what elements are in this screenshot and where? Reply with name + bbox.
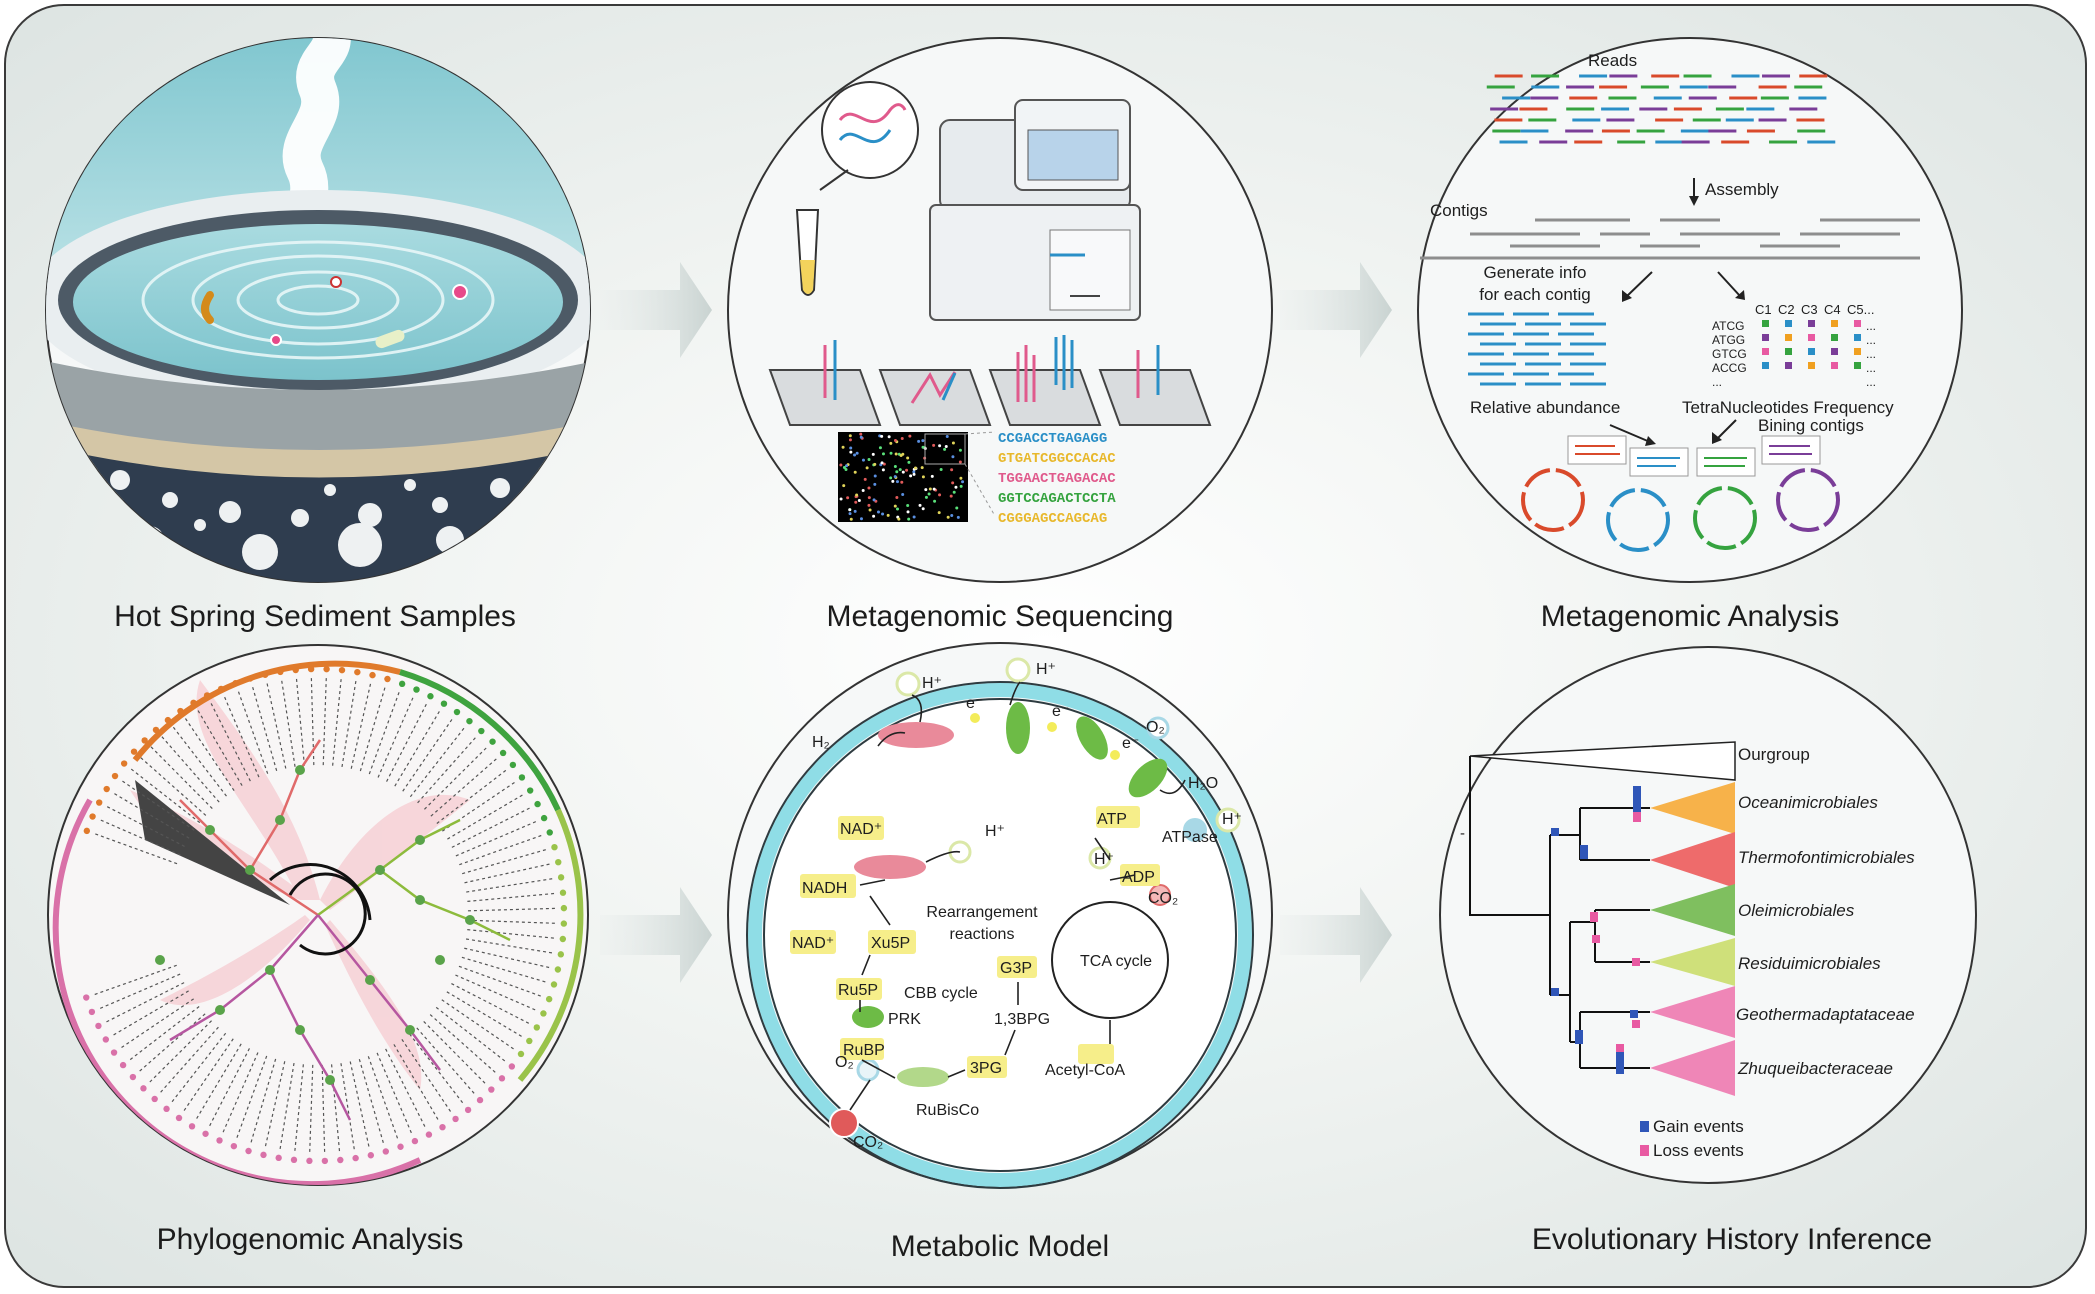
nad-label-1: NAD⁺ — [840, 821, 882, 838]
column-c5: C5... — [1847, 302, 1874, 317]
bpg-label: 1,3BPG — [994, 1011, 1050, 1028]
tca-cycle-label: TCA cycle — [1080, 953, 1152, 970]
tnf-ellipsis-5: ... — [1866, 375, 1876, 389]
3pg-label: 3PG — [970, 1060, 1002, 1077]
sequence-4: GGTCCAGACTCCTA — [998, 491, 1116, 507]
panel-title-evolution: Evolutionary History Inference — [1531, 1223, 1933, 1256]
kmer-1: ATCG — [1712, 319, 1744, 333]
hplus-label-3: H⁺ — [1222, 811, 1242, 828]
outgroup-label: Ourgroup — [1738, 745, 1810, 764]
sequence-5: CGGGAGCCAGCAG — [998, 511, 1107, 527]
clade-label-6: Zhuqueibacteraceae — [1737, 1059, 1893, 1078]
clade-label-4: Residuimicrobiales — [1738, 954, 1881, 973]
tetranucleotide-label: TetraNucleotides Frequency — [1682, 398, 1894, 417]
rubisco-label: RuBisCo — [916, 1102, 979, 1119]
panel-title-hot-spring: Hot Spring Sediment Samples — [114, 600, 516, 633]
o2-label-top: O₂ — [1146, 719, 1165, 736]
acetyl-coa-label: Acetyl-CoA — [1045, 1062, 1125, 1079]
clade-label-3: Oleimicrobiales — [1738, 901, 1855, 920]
contigs-label: Contigs — [1430, 201, 1488, 220]
hplus-label-4: H⁺ — [1094, 851, 1114, 868]
cbb-cycle-label: CBB cycle — [904, 985, 978, 1002]
hplus-label-5: H⁺ — [985, 823, 1005, 840]
tnf-ellipsis-4: ... — [1866, 361, 1876, 375]
assembly-label: Assembly — [1705, 180, 1779, 199]
panel-title-metabolic: Metabolic Model — [890, 1230, 1110, 1263]
evolutionary-history-illustration: - Ourgroup Oceanimicrobiales Thermofonti… — [1439, 646, 1977, 1184]
clade-wedge — [1650, 986, 1735, 1038]
clade-wedge — [1650, 782, 1735, 834]
co2-label-bottom: CO₂ — [853, 1134, 883, 1151]
column-c1: C1 — [1755, 302, 1772, 317]
kmer-5: ... — [1712, 375, 1722, 389]
rubp-label: RuBP — [843, 1042, 885, 1059]
panel-title-analysis: Metagenomic Analysis — [1540, 600, 1840, 633]
clade-wedge — [1650, 884, 1735, 936]
tnf-ellipsis-3: ... — [1866, 347, 1876, 361]
nadh-label: NADH — [802, 880, 847, 897]
hplus-label-2: H⁺ — [1036, 661, 1056, 678]
rearrangement-label-1: Rearrangement — [926, 904, 1038, 921]
clade-wedge — [1650, 1040, 1735, 1096]
panel-title-phylogenomic: Phylogenomic Analysis — [156, 1223, 464, 1256]
relative-abundance-label: Relative abundance — [1470, 398, 1620, 417]
hplus-label-1: H⁺ — [922, 675, 942, 692]
h2o-label: H₂O — [1188, 775, 1218, 792]
clade-label-1: Oceanimicrobiales — [1738, 793, 1878, 812]
eminus-label-1: e⁻ — [966, 695, 983, 712]
kmer-4: ACCG — [1712, 361, 1747, 375]
kmer-2: ATGG — [1712, 333, 1745, 347]
tnf-ellipsis-1: ... — [1866, 319, 1876, 333]
metagenomic-analysis-illustration: Reads Assembly Contigs Generate info for… — [1417, 37, 1963, 583]
clade-wedge — [1650, 832, 1735, 888]
nad-label-2: NAD⁺ — [792, 935, 834, 952]
gain-legend-swatch — [1640, 1121, 1649, 1132]
atp-label: ATP — [1097, 811, 1127, 828]
h2-label: H₂ — [812, 734, 830, 751]
loss-events-label: Loss events — [1653, 1141, 1744, 1160]
generate-info-label-2: for each contig — [1479, 285, 1591, 304]
generate-info-label-1: Generate info — [1483, 263, 1586, 282]
adp-label: ADP — [1122, 869, 1155, 886]
binning-label: Bining contigs — [1758, 416, 1864, 435]
kmer-3: GTCG — [1712, 347, 1747, 361]
sequencing-illustration: CCGACCTGAGAGG GTGATCGGCCACAC TGGAACTGAGA… — [727, 37, 1273, 583]
column-c2: C2 — [1778, 302, 1795, 317]
sequence-3: TGGAACTGAGACAC — [998, 471, 1116, 487]
hot-spring-illustration — [45, 37, 591, 583]
phylogenomic-tree-illustration — [47, 644, 589, 1186]
tnf-ellipsis-2: ... — [1866, 333, 1876, 347]
clade-label-2: Thermofontimicrobiales — [1738, 848, 1915, 867]
sequence-2: GTGATCGGCCACAC — [998, 451, 1116, 467]
gain-events-label: Gain events — [1653, 1117, 1744, 1136]
atpase-label: ATPase — [1162, 829, 1218, 846]
g3p-label: G3P — [1000, 960, 1032, 977]
tetranucleotide-matrix — [1762, 320, 1861, 369]
clade-label-5: Geothermadaptataceae — [1736, 1005, 1915, 1024]
column-c4: C4 — [1824, 302, 1841, 317]
flow-arrows — [600, 262, 1392, 983]
clade-wedges — [1650, 782, 1735, 1096]
eminus-label-3: e⁻ — [1122, 735, 1139, 752]
ru5p-label: Ru5P — [838, 982, 878, 999]
reads-lines — [1486, 74, 1836, 144]
loss-legend-swatch — [1640, 1145, 1649, 1156]
eminus-label-2: e⁻ — [1052, 703, 1069, 720]
o2-label-bottom: O₂ — [835, 1054, 854, 1071]
scale-dash: - — [1460, 825, 1465, 842]
rearrangement-label-2: reactions — [950, 926, 1015, 943]
panel-title-sequencing: Metagenomic Sequencing — [826, 600, 1174, 633]
abundance-lines — [1468, 312, 1606, 386]
clade-wedge — [1650, 938, 1735, 986]
sequence-1: CCGACCTGAGAGG — [998, 431, 1107, 447]
xu5p-label: Xu5P — [871, 935, 910, 952]
column-c3: C3 — [1801, 302, 1818, 317]
co2-label-top: CO₂ — [1148, 890, 1178, 907]
reads-label: Reads — [1588, 51, 1637, 70]
prk-label: PRK — [888, 1011, 921, 1028]
metabolic-model-illustration: H₂ H⁺ H⁺ e⁻ e⁻ e⁻ O₂ H₂O ATP ATPase H⁺ H… — [727, 642, 1273, 1189]
